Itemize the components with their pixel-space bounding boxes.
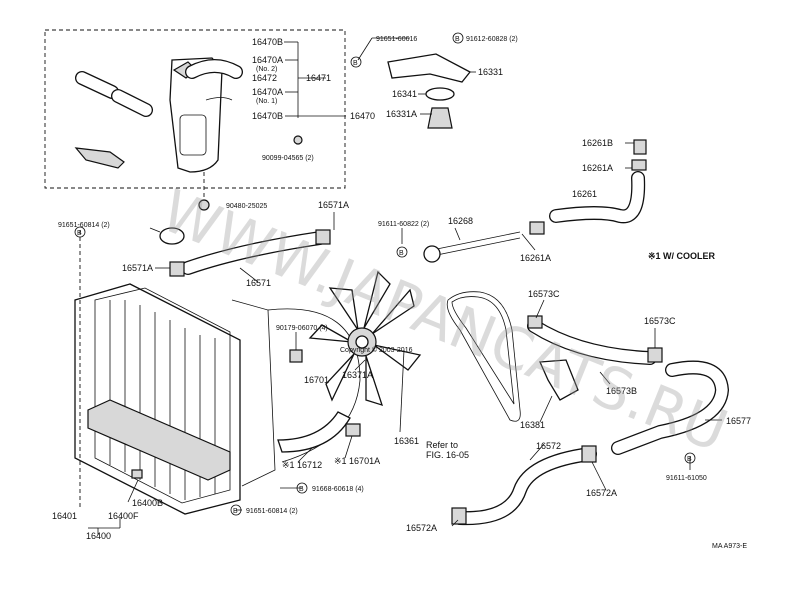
part-label: 16572 xyxy=(536,441,561,451)
heater-hose xyxy=(529,139,647,235)
bolt-marker-icon xyxy=(74,226,86,238)
part-label: 16400 xyxy=(86,531,111,541)
part-label: 91651-60616 xyxy=(376,36,417,43)
part-label: 16577 xyxy=(726,416,751,426)
radiator-cap xyxy=(159,227,185,245)
bolt-marker-icon xyxy=(230,504,242,516)
shroud-clip xyxy=(345,423,361,437)
part-label: 16470A xyxy=(252,87,283,97)
part-label: 16572A xyxy=(406,523,437,533)
bolt-marker-text: B xyxy=(455,36,460,43)
bolt-marker-text: B xyxy=(233,508,238,515)
reservoir-inset-frame xyxy=(44,29,346,189)
part-label: 16572A xyxy=(586,488,617,498)
part-label: 16381 xyxy=(520,420,545,430)
part-label: 16261 xyxy=(572,189,597,199)
lower-radiator-hose xyxy=(451,445,597,526)
bolt-marker-icon xyxy=(350,56,362,68)
bolt-marker-text: B xyxy=(77,230,82,237)
fan-bolt xyxy=(289,349,303,363)
note-label: ※1 W/ COOLER xyxy=(648,251,716,261)
part-label: 16341 xyxy=(392,89,417,99)
bolt-marker-text: B xyxy=(299,486,304,493)
part-label: 16472 xyxy=(252,73,277,83)
part-label: 91612-60828 (2) xyxy=(466,36,518,43)
water-outlet xyxy=(387,53,471,129)
overflow-hoses xyxy=(75,59,243,117)
part-label: 16261B xyxy=(582,138,613,148)
upper-radiator-hose xyxy=(169,229,331,277)
part-label: 16400B xyxy=(132,498,163,508)
water-pipe xyxy=(611,360,729,455)
part-label: ※1 16701A xyxy=(334,456,380,466)
diagram-code: MA A973-E xyxy=(712,543,747,550)
part-label: 16701 xyxy=(304,375,329,385)
part-label: 91651-60814 (2) xyxy=(58,222,110,229)
part-label: 16470B xyxy=(252,37,283,47)
part-label: (No. 1) xyxy=(256,98,277,105)
reference-label: FIG. 16-05 xyxy=(426,450,469,460)
part-label: 90099-04565 (2) xyxy=(262,155,314,162)
bolt-marker-icon xyxy=(452,32,464,44)
part-label: ※1 16712 xyxy=(282,460,322,470)
part-label: 16331A xyxy=(386,109,417,119)
part-label: 91611-60822 (2) xyxy=(378,221,429,228)
part-label: 16573C xyxy=(528,289,560,299)
bolt-markers: B B B B B B B xyxy=(74,32,696,516)
part-label: 16573C xyxy=(644,316,676,326)
reference-label: Refer to xyxy=(426,440,458,450)
part-label: 16470A xyxy=(252,55,283,65)
part-label: 91611-61050 xyxy=(666,475,707,482)
part-label: 16261A xyxy=(520,253,551,263)
part-label: 16268 xyxy=(448,216,473,226)
part-label: (No. 2) xyxy=(256,66,277,73)
part-label: 16371A xyxy=(342,370,373,380)
part-label: 91651-60814 (2) xyxy=(246,508,298,515)
part-label: 16571A xyxy=(122,263,153,273)
part-label: 16470 xyxy=(350,111,375,121)
bracket xyxy=(539,359,579,401)
radiator xyxy=(74,283,241,515)
bolt-marker-text: B xyxy=(353,60,358,67)
part-labels: 16470B 16470A (No. 2) 16472 16471 16470A… xyxy=(52,36,751,550)
part-label: 16361 xyxy=(394,436,419,446)
lower-shroud xyxy=(277,411,351,453)
bypass-pipe xyxy=(423,231,521,263)
part-label: 90480-25025 xyxy=(226,203,267,210)
part-label: 16400F xyxy=(108,511,139,521)
part-label: 16331 xyxy=(478,67,503,77)
part-label: 91668-60618 (4) xyxy=(312,486,364,493)
bolt-marker-icon xyxy=(296,482,308,494)
part-label: 16571 xyxy=(246,278,271,288)
drain-cock xyxy=(131,469,143,479)
bolt-marker-icon xyxy=(396,246,408,258)
part-label: 16470B xyxy=(252,111,283,121)
part-label: 16571A xyxy=(318,200,349,210)
part-label: 16401 xyxy=(52,511,77,521)
reservoir-bolt xyxy=(293,135,303,145)
reservoir-bracket xyxy=(74,147,125,169)
bolt-marker-text: B xyxy=(687,456,692,463)
bolt-marker-icon xyxy=(684,452,696,464)
part-label: 16261A xyxy=(582,163,613,173)
drain-plug xyxy=(198,199,210,211)
v-belt xyxy=(446,291,521,422)
part-label: 90179-06070 (4) xyxy=(276,325,328,332)
part-label: 16573B xyxy=(606,386,637,396)
watermark-copyright: Copyright © 2003-2016 xyxy=(340,346,413,354)
cooling-fan xyxy=(308,270,422,406)
bolt-marker-text: B xyxy=(399,250,404,257)
cooler-hose-upper xyxy=(527,315,663,365)
part-label: 16471 xyxy=(306,73,331,83)
